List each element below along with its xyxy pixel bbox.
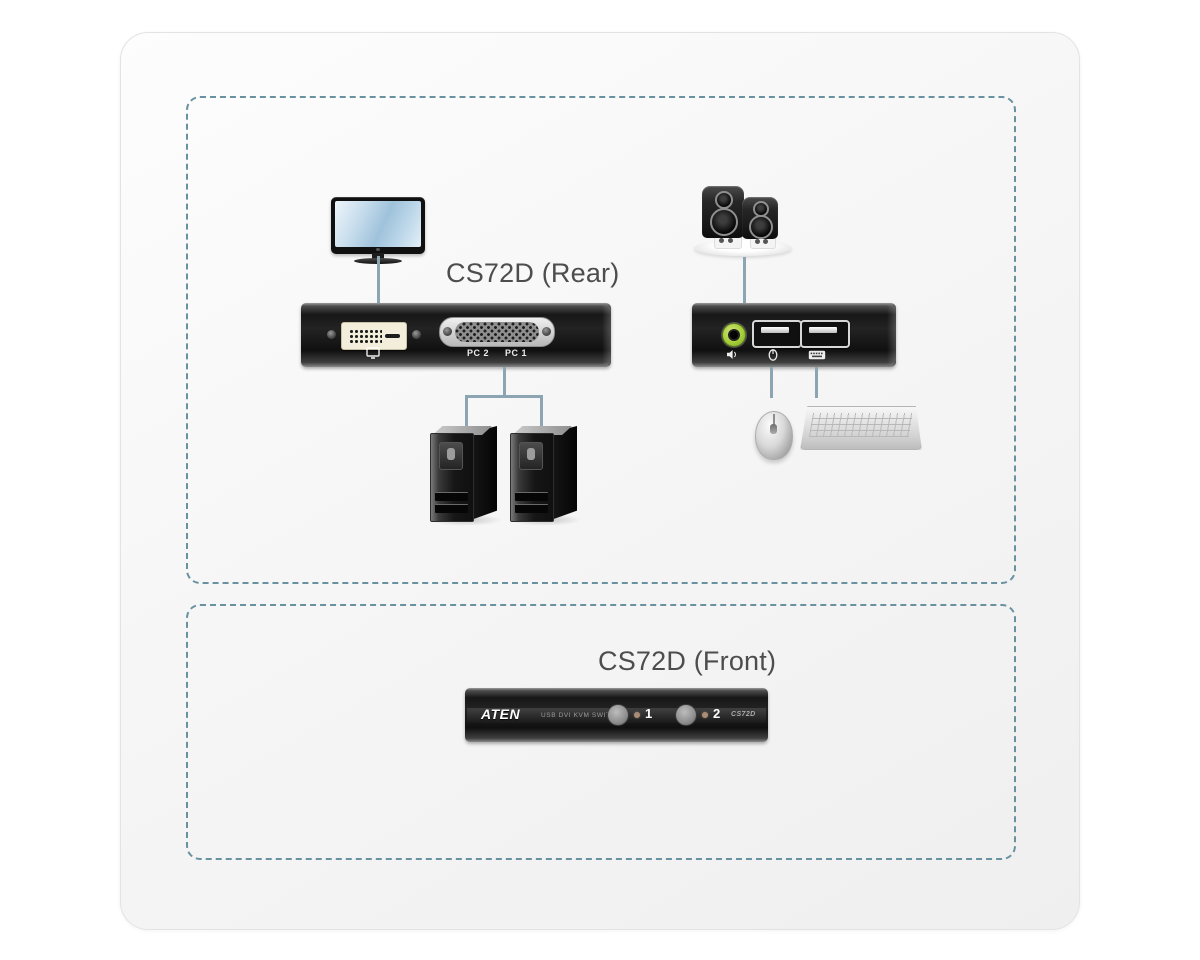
monitor-port-icon — [366, 347, 380, 359]
speaker-base-port — [719, 238, 724, 243]
usb-tongue — [761, 327, 789, 333]
pc-tower-icon — [428, 424, 502, 526]
screw-icon — [542, 327, 551, 336]
keyboard-icon — [800, 406, 922, 450]
speaker-port-icon — [727, 350, 736, 359]
audio-jack-port — [722, 323, 746, 347]
keyboard-keys — [808, 413, 914, 437]
kvm-rear-panel: PC 2 PC 1 — [301, 303, 611, 367]
audio-jack-hole — [730, 331, 738, 339]
pc-port-labels: PC 2 PC 1 — [467, 348, 527, 358]
pc-drive-bay — [435, 504, 468, 513]
usb-tongue — [809, 327, 837, 333]
diagram-card — [120, 32, 1080, 930]
pc-power-button — [447, 448, 455, 460]
speaker-woofer — [710, 208, 738, 236]
port-select-button-2 — [675, 704, 697, 726]
cable-keyboard — [815, 367, 818, 398]
db44-pin-field — [455, 322, 539, 342]
pc-drive-bay — [515, 504, 548, 513]
usb-port-mouse — [752, 320, 802, 348]
pc-power-button — [527, 448, 535, 460]
aten-logo: ATEN — [481, 706, 521, 722]
port-led-1 — [634, 712, 640, 718]
screw-icon — [327, 330, 336, 339]
cable-pc-trunk — [503, 367, 506, 397]
front-section-zone — [186, 604, 1016, 860]
front-section-title: CS72D (Front) — [598, 646, 777, 676]
dvi-ground-slot — [385, 334, 400, 338]
cable-pc-split — [465, 395, 543, 398]
cable-monitor — [377, 256, 380, 305]
speaker-left — [702, 186, 744, 238]
port-number-2: 2 — [713, 706, 721, 721]
dvi-port — [341, 322, 407, 350]
speaker-tweeter — [715, 191, 733, 209]
panel-end-cap — [602, 305, 611, 365]
kvm-console-panel — [692, 303, 896, 367]
speakers-platform — [694, 240, 792, 256]
speaker-right — [742, 197, 778, 239]
port-number-1: 1 — [645, 706, 653, 721]
screw-icon — [443, 327, 452, 336]
pc-power-panel — [439, 442, 463, 470]
pc-tower-icon — [508, 424, 582, 526]
monitor-icon — [331, 197, 425, 265]
rear-section-title: CS72D (Rear) — [446, 258, 620, 288]
cable-speakers — [743, 257, 746, 304]
speaker-base-port — [755, 239, 760, 244]
product-type-label: USB DVI KVM SWITCH — [541, 712, 622, 719]
pc-top-panel — [432, 426, 492, 435]
pc2-port-label: PC 2 — [467, 348, 490, 358]
pc1-port-label: PC 1 — [505, 348, 528, 358]
keyboard-port-icon — [808, 350, 826, 360]
speakers-icon — [694, 184, 794, 260]
panel-end-cap — [887, 305, 896, 365]
usb-port-keyboard — [800, 320, 850, 348]
rear-section-zone — [186, 96, 1016, 584]
pc-drive-bay — [435, 492, 468, 501]
mouse-seam — [773, 414, 775, 432]
pc-top-panel — [512, 426, 572, 435]
cable-pc2 — [465, 395, 468, 428]
cable-pc1 — [540, 395, 543, 428]
pc-side-panel — [471, 426, 497, 520]
port-led-2 — [702, 712, 708, 718]
speaker-woofer — [749, 215, 773, 239]
mouse-port-icon — [768, 349, 778, 361]
speaker-base-port — [763, 239, 768, 244]
speaker-base-port — [728, 238, 733, 243]
pc-side-panel — [551, 426, 577, 520]
cable-mouse — [770, 367, 773, 398]
dvi-pin-grid — [348, 328, 382, 344]
pc-drive-bay — [515, 492, 548, 501]
monitor-screen — [335, 201, 421, 247]
pc-front-panel — [430, 433, 474, 522]
port-select-button-1 — [607, 704, 629, 726]
mouse-scroll-wheel — [770, 424, 777, 434]
mouse-icon — [755, 411, 793, 460]
screw-icon — [412, 330, 421, 339]
pc-front-panel — [510, 433, 554, 522]
kvm-front-panel: ATEN USB DVI KVM SWITCH 1 2 CS72D — [465, 688, 768, 742]
monitor-power-dot — [376, 248, 380, 251]
model-badge: CS72D — [731, 711, 756, 718]
pc-power-panel — [519, 442, 543, 470]
kvm-db44-port — [439, 317, 555, 347]
